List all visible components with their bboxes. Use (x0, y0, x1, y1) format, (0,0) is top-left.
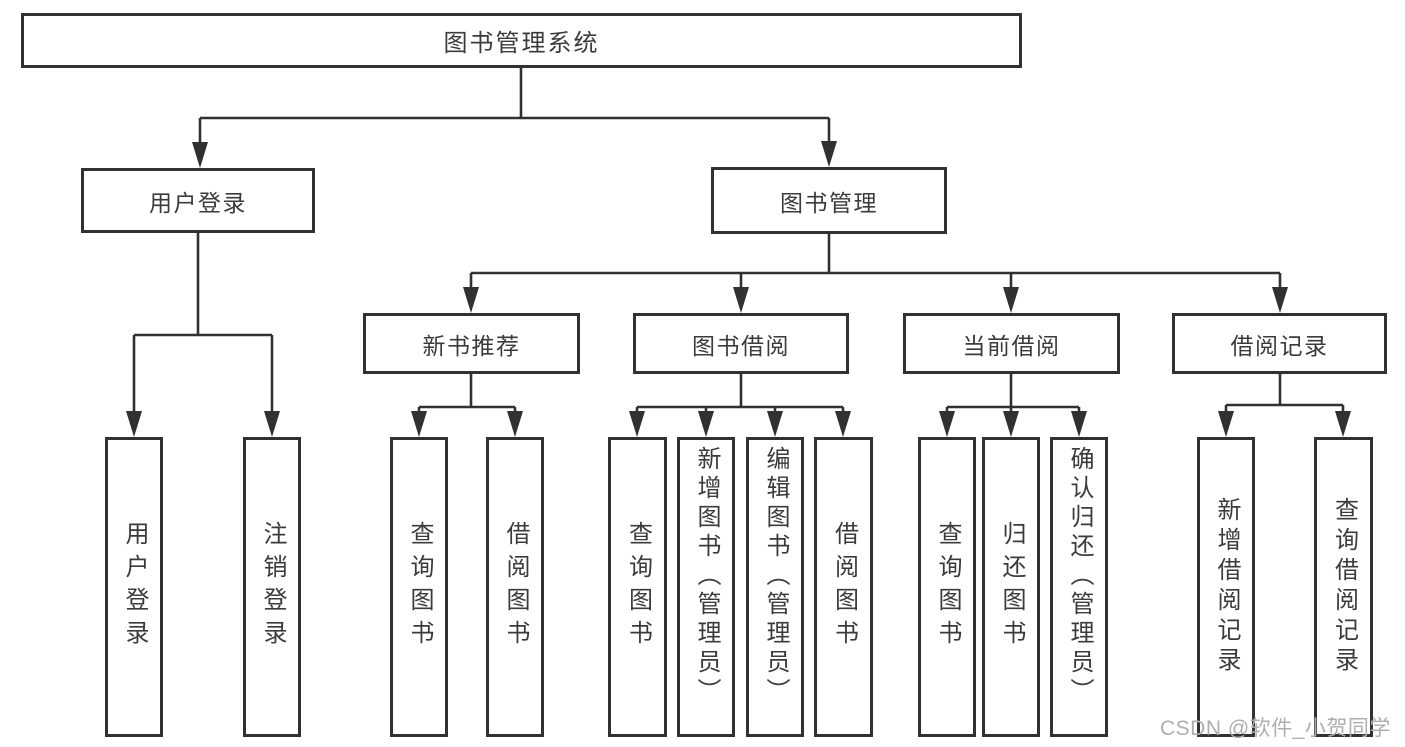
node-current-borrow-label: 当前借阅 (962, 332, 1061, 359)
node-new-book-recommend-label: 新书推荐 (422, 332, 521, 359)
leaf-query-books-recommend: 查询图书 (390, 437, 448, 737)
leaf-confirm-return-admin-label: 确认归还（管理员） (1066, 446, 1093, 707)
node-borrow-records: 借阅记录 (1172, 313, 1387, 374)
leaf-logout: 注销登录 (243, 437, 301, 737)
node-root: 图书管理系统 (21, 13, 1022, 68)
leaf-edit-books-admin: 编辑图书（管理员） (746, 437, 804, 737)
node-user-login: 用户登录 (81, 168, 315, 233)
node-book-management: 图书管理 (711, 167, 947, 234)
leaf-query-borrow-record: 查询借阅记录 (1314, 437, 1373, 737)
leaf-query-books-recommend-label: 查询图书 (406, 521, 433, 653)
leaf-query-books-current-label: 查询图书 (934, 521, 961, 653)
node-root-label: 图书管理系统 (443, 30, 600, 57)
leaf-user-login-label: 用户登录 (121, 521, 148, 653)
node-book-management-label: 图书管理 (780, 189, 878, 216)
node-current-borrow: 当前借阅 (903, 313, 1120, 374)
leaf-query-books-borrow: 查询图书 (608, 437, 667, 737)
leaf-add-books-admin-label: 新增图书（管理员） (693, 446, 720, 707)
leaf-edit-books-admin-label: 编辑图书（管理员） (762, 446, 789, 707)
leaf-add-borrow-record: 新增借阅记录 (1197, 437, 1255, 737)
leaf-borrow-books-label: 借阅图书 (830, 521, 858, 653)
watermark-text: CSDN @软件_小贺同学 (1160, 717, 1391, 740)
leaf-add-books-admin: 新增图书（管理员） (677, 437, 735, 737)
watermark: CSDN @软件_小贺同学 (1160, 712, 1391, 742)
leaf-query-books-borrow-label: 查询图书 (624, 521, 652, 653)
leaf-logout-label: 注销登录 (259, 521, 286, 653)
node-user-login-label: 用户登录 (149, 189, 247, 216)
leaf-query-borrow-record-label: 查询借阅记录 (1330, 497, 1358, 677)
leaf-add-borrow-record-label: 新增借阅记录 (1213, 497, 1240, 677)
leaf-return-books-label: 归还图书 (998, 521, 1025, 653)
leaf-confirm-return-admin: 确认归还（管理员） (1050, 437, 1108, 737)
leaf-query-books-current: 查询图书 (918, 437, 976, 737)
leaf-user-login: 用户登录 (105, 437, 163, 737)
node-book-borrow: 图书借阅 (633, 313, 849, 374)
leaf-borrow-books: 借阅图书 (814, 437, 873, 737)
leaf-borrow-books-recommend: 借阅图书 (486, 437, 544, 737)
node-book-borrow-label: 图书借阅 (692, 332, 790, 359)
leaf-borrow-books-recommend-label: 借阅图书 (502, 521, 529, 653)
leaf-return-books: 归还图书 (982, 437, 1040, 737)
node-new-book-recommend: 新书推荐 (363, 313, 580, 374)
node-borrow-records-label: 借阅记录 (1230, 332, 1329, 359)
